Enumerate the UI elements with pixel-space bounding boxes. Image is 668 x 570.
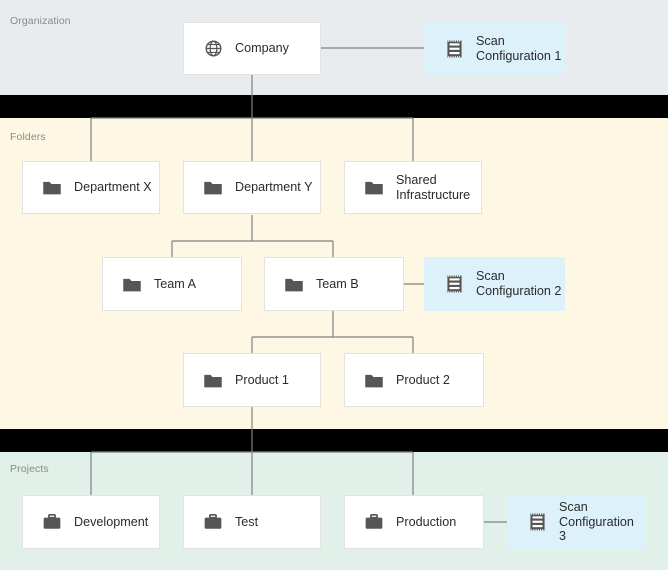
section-divider-bottom	[0, 429, 668, 452]
node-scan-configuration-2[interactable]: Scan Configuration 2	[424, 257, 565, 311]
node-label: Team A	[154, 276, 196, 291]
folder-icon	[121, 273, 143, 295]
folder-icon	[202, 369, 224, 391]
section-label-projects: Projects	[10, 463, 49, 475]
node-label: Company	[235, 41, 289, 56]
node-label: Team B	[316, 276, 359, 291]
scan-config-icon	[443, 38, 465, 60]
node-label: Development	[74, 514, 149, 529]
node-company[interactable]: Company	[183, 22, 321, 75]
node-scan-configuration-3[interactable]: Scan Configuration 3	[507, 495, 645, 549]
node-team-b[interactable]: Team B	[264, 257, 404, 311]
node-product-1[interactable]: Product 1	[183, 353, 321, 407]
node-department-y[interactable]: Department Y	[183, 161, 321, 214]
scan-config-icon	[526, 511, 548, 533]
briefcase-icon	[41, 511, 63, 533]
scan-config-icon	[443, 273, 465, 295]
node-label: Shared Infrastructure	[396, 172, 471, 202]
folder-icon	[202, 177, 224, 199]
folder-icon	[41, 177, 63, 199]
node-department-x[interactable]: Department X	[22, 161, 160, 214]
folder-icon	[283, 273, 305, 295]
node-label: Production	[396, 514, 457, 529]
node-production[interactable]: Production	[344, 495, 484, 549]
briefcase-icon	[363, 511, 385, 533]
node-label: Department X	[74, 180, 152, 195]
node-label: Product 1	[235, 372, 289, 387]
node-development[interactable]: Development	[22, 495, 160, 549]
section-label-folders: Folders	[10, 131, 46, 143]
section-label-organization: Organization	[10, 15, 71, 27]
node-label: Scan Configuration 2	[476, 269, 562, 298]
briefcase-icon	[202, 511, 224, 533]
node-label: Test	[235, 514, 259, 529]
node-label: Department Y	[235, 180, 313, 195]
section-divider-top	[0, 95, 668, 118]
node-scan-configuration-1[interactable]: Scan Configuration 1	[424, 22, 565, 75]
folder-icon	[363, 177, 385, 199]
node-label: Scan Configuration 3	[559, 500, 634, 544]
node-product-2[interactable]: Product 2	[344, 353, 484, 407]
section-band-organization	[0, 0, 668, 95]
node-test[interactable]: Test	[183, 495, 321, 549]
node-label: Scan Configuration 1	[476, 33, 562, 63]
node-team-a[interactable]: Team A	[102, 257, 242, 311]
globe-icon	[202, 38, 224, 60]
node-label: Product 2	[396, 372, 450, 387]
folder-icon	[363, 369, 385, 391]
node-shared-infrastructure[interactable]: Shared Infrastructure	[344, 161, 482, 214]
